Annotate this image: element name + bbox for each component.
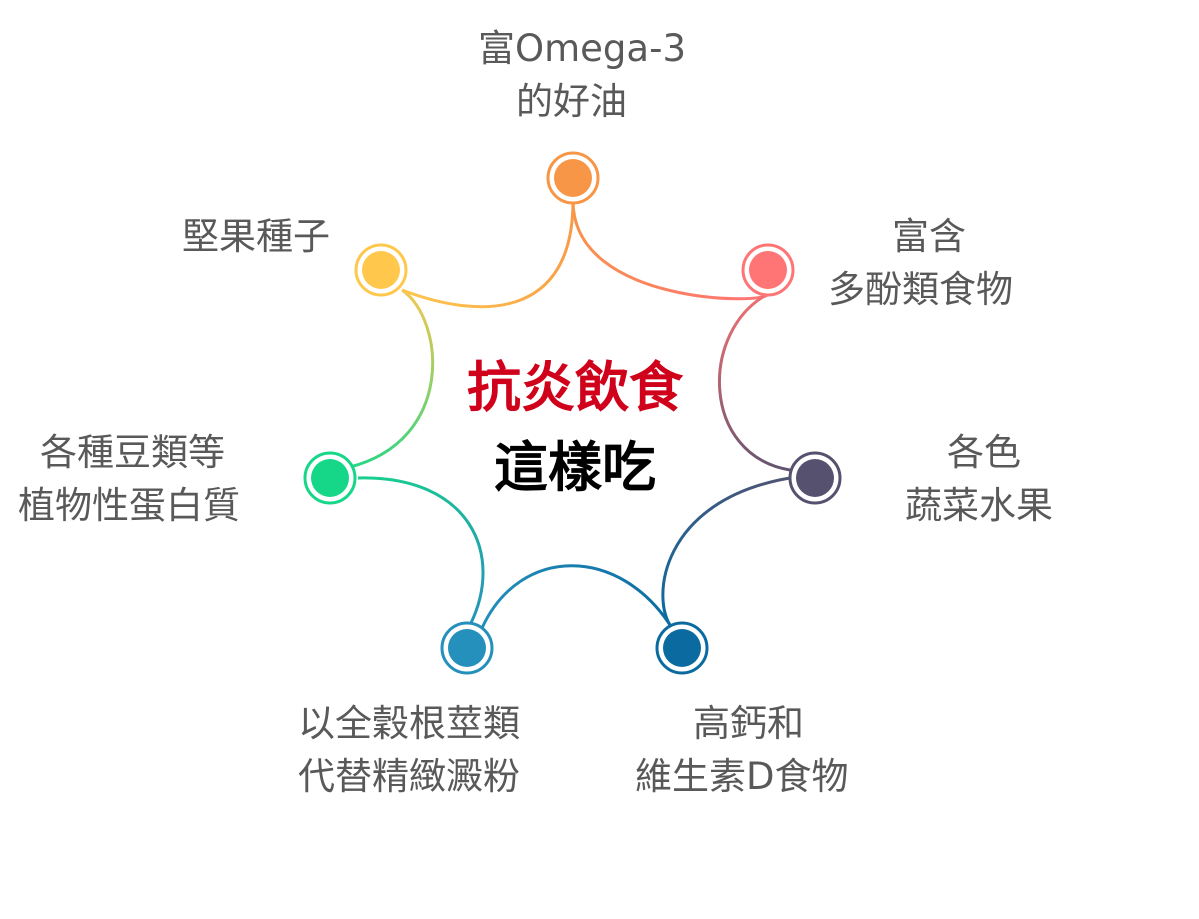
arc-beans-nuts: [349, 288, 435, 469]
label-vegetables: 各色 蔬菜水果: [905, 426, 1053, 532]
center-title-line2: 這樣吃: [494, 435, 656, 499]
arc-vegetables-calcium: [661, 476, 791, 629]
arc-omega3-polyphenol: [571, 200, 770, 301]
connector-arcs: [349, 200, 791, 629]
arc-calcium-grains: [480, 564, 674, 629]
arc-nuts-omega3: [401, 200, 575, 309]
node-dot-beans: [311, 459, 349, 497]
label-omega3-line2: 的好油: [516, 80, 627, 123]
node-dot-polyphenol: [749, 251, 787, 289]
label-polyphenol-line1: 富含: [892, 215, 966, 258]
label-vegetables-line2: 蔬菜水果: [905, 484, 1053, 527]
node-dot-calcium: [663, 629, 701, 667]
node-circles: [303, 151, 842, 675]
label-calcium-line1: 高鈣和: [693, 702, 804, 745]
label-beans-line1: 各種豆類等: [40, 431, 225, 474]
label-whole-grains: 以全穀根莖類 代替精緻澱粉: [298, 697, 520, 803]
label-beans-line2: 植物性蛋白質: [18, 484, 240, 527]
label-polyphenol: 富含 多酚類食物: [828, 210, 1013, 316]
label-omega3-line1: 富Omega-3: [478, 27, 686, 70]
label-nuts: 堅果種子: [182, 210, 330, 263]
label-polyphenol-line2: 多酚類食物: [828, 268, 1013, 311]
node-dot-nuts: [362, 251, 400, 289]
label-calcium: 高鈣和 維生素D食物: [635, 697, 849, 803]
node-dot-vegetables: [796, 459, 834, 497]
node-dot-whole-grains: [448, 629, 486, 667]
label-nuts-line1: 堅果種子: [182, 215, 330, 258]
label-vegetables-line1: 各色: [947, 431, 1021, 474]
label-whole-grains-line2: 代替精緻澱粉: [298, 755, 520, 798]
label-calcium-line2: 維生素D食物: [635, 755, 849, 798]
arc-polyphenol-vegetables: [718, 292, 791, 472]
label-whole-grains-line1: 以全穀根莖類: [298, 702, 520, 745]
center-title-line1: 抗炎飲食: [467, 355, 683, 419]
label-beans: 各種豆類等 植物性蛋白質: [18, 426, 240, 532]
arc-grains-beans: [357, 476, 485, 626]
node-dot-omega3: [554, 159, 592, 197]
label-omega3: 富Omega-3 的好油: [478, 22, 686, 128]
